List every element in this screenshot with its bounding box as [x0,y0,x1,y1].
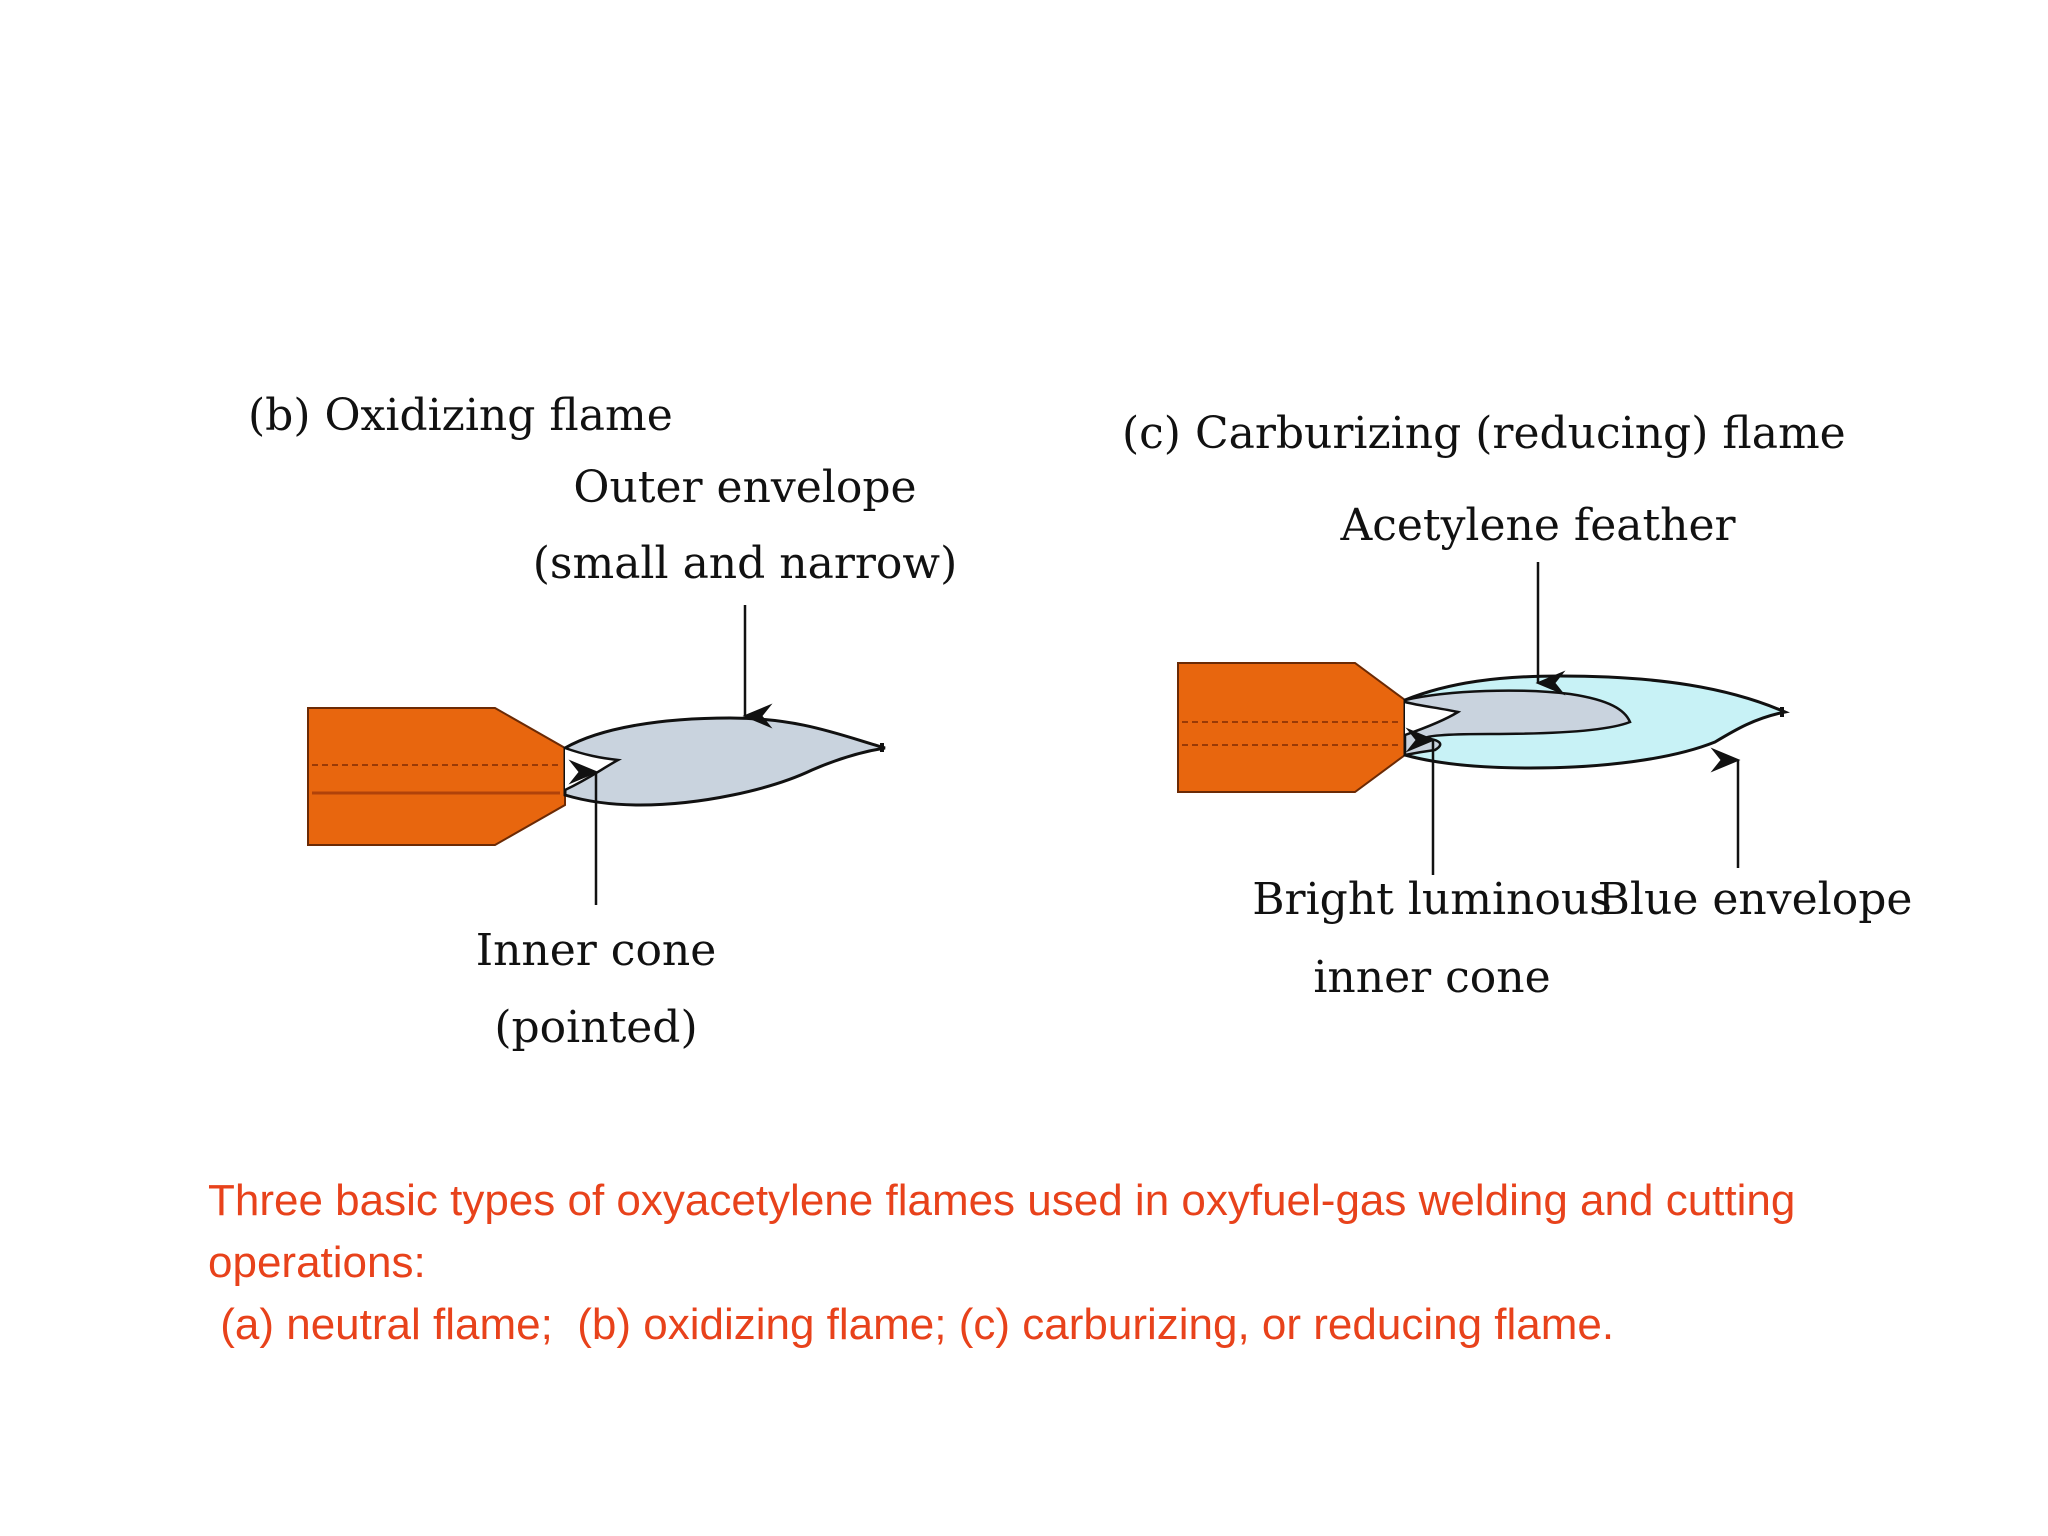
blue-envelope-label: Blue envelope [1598,874,1913,925]
inner-cone-label: Inner cone [476,925,717,976]
caption-line: operations: [208,1238,426,1287]
bright-inner-cone-sublabel: inner cone [1313,952,1550,1003]
oxidizing-flame-title: (b) Oxidizing flame [248,390,673,441]
acetylene-feather-label: Acetylene feather [1339,500,1736,551]
flame-diagram: (b) Oxidizing flame Outer envelope (smal… [248,390,1912,1053]
inner-cone-sublabel: (pointed) [494,1002,697,1053]
carburizing-torch-tip [1177,662,1406,793]
caption-line: Three basic types of oxyacetylene flames… [208,1176,1796,1225]
caption-line: (a) neutral flame; (b) oxidizing flame; … [208,1300,1615,1349]
oxidizing-flame-panel: (b) Oxidizing flame Outer envelope (smal… [248,390,957,1053]
oxidizing-torch-tip [307,707,566,846]
bright-inner-cone-label: Bright luminous [1252,874,1612,925]
outer-envelope-label: Outer envelope [573,462,916,513]
figure-caption: Three basic types of oxyacetylene flames… [208,1170,1968,1356]
outer-envelope-sublabel: (small and narrow) [533,538,958,589]
carburizing-flame-title: (c) Carburizing (reducing) flame [1122,408,1846,459]
oxidizing-outer-envelope [563,716,886,807]
carburizing-flame-panel: (c) Carburizing (reducing) flame Acetyle… [1122,408,1912,1003]
